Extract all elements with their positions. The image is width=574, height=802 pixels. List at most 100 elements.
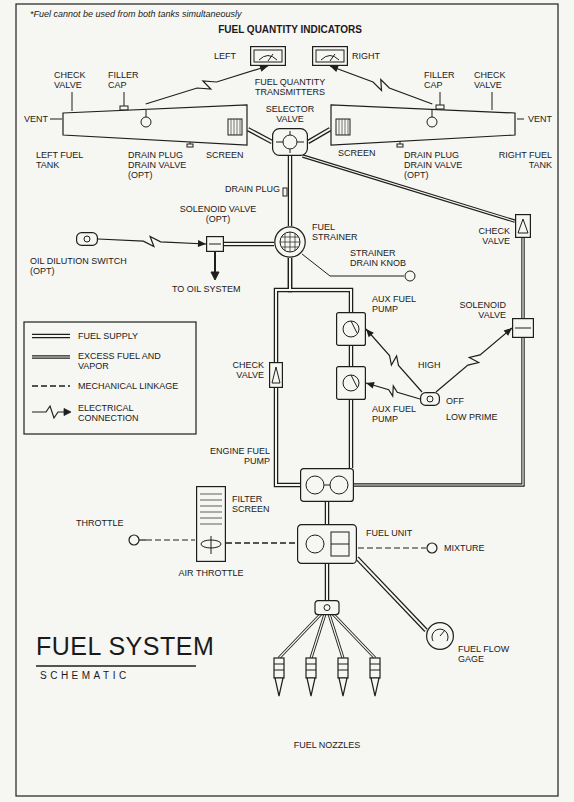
fuel-tank-symbol bbox=[339, 119, 340, 135]
component-label: FUEL NOZZLES bbox=[267, 740, 387, 750]
fuel-strainer: FUEL STRAINER bbox=[274, 226, 306, 258]
fuel-line bbox=[351, 400, 352, 468]
air-throttle-symbol bbox=[197, 487, 226, 562]
quantity-gauge-symbol bbox=[268, 54, 273, 61]
fuel-line bbox=[308, 129, 330, 142]
check-valve-symbol bbox=[270, 363, 283, 388]
solenoid-valve: SOLENOID VALVE (OPT) bbox=[206, 236, 224, 252]
air-throttle-symbol bbox=[211, 536, 212, 554]
connector-line bbox=[146, 66, 268, 104]
selector-valve-symbol bbox=[272, 128, 308, 156]
label-text: THROTTLE bbox=[76, 518, 124, 528]
aux-pump-symbol bbox=[336, 312, 366, 346]
component-label: ENGINE FUEL PUMP bbox=[198, 446, 270, 466]
legend-box bbox=[32, 335, 70, 337]
component-label: OFF bbox=[446, 396, 464, 406]
flow-gage-symbol bbox=[432, 629, 448, 641]
connector-line bbox=[276, 258, 290, 362]
mechanical-linkage bbox=[226, 543, 297, 544]
leader-line bbox=[72, 92, 73, 111]
connector-line bbox=[354, 338, 523, 485]
air-throttle-symbol bbox=[200, 512, 222, 513]
leader-line bbox=[492, 92, 493, 110]
throttle-control bbox=[146, 539, 195, 540]
label-text: DRAIN PLUG bbox=[218, 184, 280, 194]
fuel-unit-symbol bbox=[331, 544, 349, 545]
check-valve-symbol bbox=[515, 214, 531, 238]
component-label: LEFT FUEL TANK bbox=[36, 150, 98, 170]
pump-switch: HIGHOFFLOW PRIME bbox=[420, 392, 440, 406]
electrical-connection bbox=[146, 65, 268, 104]
legend-box bbox=[32, 355, 70, 358]
connector-core bbox=[350, 346, 352, 366]
leader-line bbox=[50, 119, 62, 120]
mixture-control bbox=[358, 543, 437, 553]
label-text: CHECK VALVE bbox=[474, 70, 514, 90]
fuel-unit: FUEL UNIT bbox=[297, 524, 357, 564]
connector-line bbox=[308, 129, 330, 142]
air-throttle-symbol bbox=[200, 506, 222, 507]
tank-fitting bbox=[397, 144, 403, 147]
flow-gage-symbol bbox=[426, 622, 454, 650]
label-text: STRAINER DRAIN KNOB bbox=[350, 248, 412, 268]
aux-pump-symbol bbox=[337, 367, 366, 400]
solenoid-valve-symbol bbox=[512, 318, 534, 338]
component-label: AIR THROTTLE bbox=[150, 568, 272, 578]
air-throttle-symbol bbox=[200, 500, 222, 501]
electrical-connection bbox=[436, 328, 512, 392]
fuel-nozzles-symbol bbox=[275, 678, 283, 696]
fuel-nozzles-symbol bbox=[333, 614, 375, 658]
fuel-nozzles-symbol bbox=[267, 600, 387, 710]
fuel-tank-symbol bbox=[240, 119, 241, 135]
fuel-nozzles-symbol bbox=[307, 678, 315, 696]
label-text: FUEL QUANTITY INDICATORS bbox=[190, 24, 390, 36]
component-label: CHECK VALVE bbox=[208, 360, 264, 380]
flow-gage-symbol bbox=[440, 630, 445, 636]
fuel-tank: LEFT FUEL TANK bbox=[62, 104, 248, 146]
switch-knob-symbol bbox=[84, 236, 90, 242]
fuel-nozzles-symbol bbox=[338, 670, 348, 671]
quantity-gauge-symbol bbox=[250, 46, 286, 66]
fuel-tank-symbol bbox=[146, 110, 147, 117]
component-label: HIGH bbox=[418, 360, 441, 370]
connector-core bbox=[224, 243, 274, 245]
legend-text: FUEL SUPPLY bbox=[78, 331, 138, 341]
tank-fitting bbox=[436, 105, 444, 109]
fuel-tank-symbol bbox=[342, 119, 343, 135]
fuel-line bbox=[327, 564, 328, 600]
component-label: FUEL STRAINER bbox=[312, 222, 366, 242]
connector-core bbox=[276, 388, 300, 485]
component-label: LOW PRIME bbox=[446, 412, 498, 422]
fuel-nozzles-symbol bbox=[370, 664, 380, 665]
component-label: AUX FUEL PUMP bbox=[372, 294, 424, 314]
arrow-head bbox=[259, 65, 268, 72]
fuel-nozzles-symbol bbox=[311, 614, 325, 658]
check-valve-symbol bbox=[269, 362, 283, 388]
fuel-nozzles-symbol bbox=[274, 664, 284, 665]
fuel-line bbox=[327, 502, 328, 524]
fuel-nozzles-symbol bbox=[338, 658, 348, 678]
solenoid-valve-symbol bbox=[209, 244, 221, 245]
check-valve-symbol bbox=[272, 367, 280, 383]
fuel-line bbox=[357, 558, 426, 630]
fuel-tank-symbol bbox=[228, 119, 242, 135]
fuel-unit-symbol bbox=[331, 532, 349, 556]
solenoid-valve-symbol bbox=[207, 237, 224, 252]
legend-box bbox=[32, 334, 70, 339]
check-valve: CHECK VALVE bbox=[515, 214, 531, 238]
fuel-nozzles-symbol bbox=[333, 614, 375, 658]
fuel-nozzles-symbol bbox=[339, 678, 347, 696]
pump-switch-symbol bbox=[421, 393, 440, 406]
switch-knob-symbol bbox=[76, 232, 98, 246]
engine-pump-symbol bbox=[306, 476, 324, 494]
arrow-head bbox=[366, 329, 374, 337]
aux-pump: AUX FUEL PUMP bbox=[336, 312, 366, 346]
fuel-line bbox=[276, 258, 290, 362]
legend-box bbox=[32, 356, 70, 357]
fuel-tank-symbol bbox=[63, 105, 247, 145]
fuel-line bbox=[248, 129, 272, 142]
engine-pump-symbol bbox=[300, 468, 354, 502]
fuel-nozzles-symbol bbox=[279, 614, 321, 658]
connector-line bbox=[436, 328, 512, 392]
fuel-nozzles-symbol bbox=[371, 678, 379, 696]
